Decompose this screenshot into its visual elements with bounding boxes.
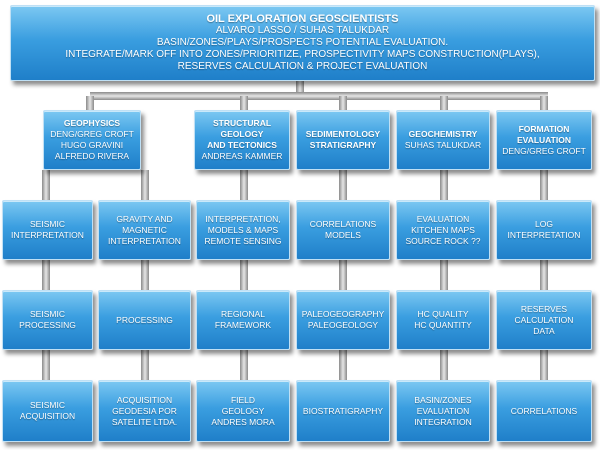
sedimentology-box: SEDIMENTOLOGY STRATIGRAPHY [296, 110, 390, 170]
evaluation-kitchen-box: EVALUATION KITCHEN MAPS SOURCE ROCK ?? [396, 200, 490, 260]
connector-sedimentology [339, 96, 347, 114]
reserves-box: RESERVES CALCULATION DATA [496, 290, 592, 350]
structural-name: ANDREAS KAMMER [201, 151, 283, 161]
hc-quality-box: HC QUALITY HC QUANTITY [396, 290, 490, 350]
formation-title-1: FORMATION [518, 123, 570, 134]
geophysics-line3: HUGO GRAVINI [60, 140, 124, 150]
log-interpretation-line2: INTERPRETATION [507, 230, 581, 240]
top-line4: INTEGRATE/MARK OFF INTO ZONES/PRIORITIZE… [65, 49, 540, 60]
top-title: OIL EXPLORATION GEOSCIENTISTS [206, 13, 399, 25]
connector-col5 [440, 170, 448, 400]
field-geology-line3: ANDRES MORA [211, 416, 275, 427]
field-geology-box: FIELD GEOLOGY ANDRES MORA [196, 380, 290, 442]
basin-zones-box: BASIN/ZONES EVALUATION INTEGRATION [396, 380, 490, 442]
connector-col2 [141, 170, 149, 400]
biostratigraphy-box: BIOSTRATIGRAPHY [296, 380, 390, 442]
connector-structural [240, 96, 248, 114]
gravity-magnetic-line3: INTERPRETATION [108, 235, 181, 246]
stratigraphy-title: STRATIGRAPHY [309, 140, 377, 150]
basin-zones-line3: INTEGRATION [414, 416, 472, 427]
evaluation-kitchen-line2: KITCHEN MAPS [411, 224, 475, 235]
top-line5: RESERVES CALCULATION & PROJECT EVALUATIO… [177, 61, 428, 72]
correlations-models-line2: MODELS [325, 230, 361, 240]
processing-line1: PROCESSING [116, 314, 173, 325]
paleogeography-line1: PALEOGEOGRAPHY [301, 309, 385, 319]
seismic-processing-line1: SEISMIC [30, 309, 65, 319]
regional-framework-box: REGIONAL FRAMEWORK [196, 290, 290, 350]
connector-top-trunk [296, 80, 304, 96]
reserves-line1: RESERVES [520, 303, 568, 314]
acquisition-geodesia-line3: SATELITE LTDA. [111, 416, 178, 427]
hc-quality-line2: HC QUANTITY [414, 320, 472, 330]
structural-title-1: STRUCTURAL [212, 118, 272, 128]
paleogeography-line2: PALEOGEOLOGY [307, 320, 379, 330]
formation-title-2: EVALUATION [517, 134, 571, 145]
basin-zones-line1: BASIN/ZONES [414, 394, 472, 405]
formation-box: FORMATION EVALUATION DENG/GREG CROFT [496, 110, 592, 170]
basin-zones-line2: EVALUATION [416, 405, 470, 416]
field-geology-line2: GEOLOGY [221, 405, 265, 416]
processing-box: PROCESSING [98, 290, 191, 350]
sedimentology-title: SEDIMENTOLOGY [305, 129, 381, 139]
interpretation-models-line1: INTERPRETATION, [205, 213, 281, 224]
seismic-processing-line2: PROCESSING [19, 320, 76, 330]
correlations-models-line1: CORRELATIONS [309, 219, 377, 229]
correlations-line1: CORRELATIONS [510, 405, 578, 416]
geochemistry-name: SUHAS TALUKDAR [404, 140, 482, 150]
gravity-magnetic-line2: MAGNETIC [122, 224, 167, 235]
acquisition-geodesia-line1: ACQUISITION [116, 394, 173, 405]
geophysics-line4: ALFREDO RIVERA [54, 151, 130, 161]
connector-col4 [339, 170, 347, 400]
regional-framework-line1: REGIONAL [221, 309, 265, 319]
top-names: ALVARO LASSO / SUHAS TALUKDAR [215, 25, 390, 36]
evaluation-kitchen-line3: SOURCE ROCK ?? [405, 235, 481, 246]
correlations-box: CORRELATIONS [496, 380, 592, 442]
geochemistry-box: GEOCHEMISTRY SUHAS TALUKDAR [396, 110, 490, 170]
interpretation-models-line2: MODELS & MAPS [207, 224, 279, 235]
connector-col1 [42, 170, 50, 400]
connector-col6 [540, 170, 548, 400]
reserves-line3: DATA [533, 325, 555, 336]
interpretation-models-line3: REMOTE SENSING [204, 235, 282, 246]
formation-name: DENG/GREG CROFT [502, 145, 586, 156]
connector-col3 [240, 170, 248, 400]
connector-geochemistry [440, 96, 448, 114]
seismic-acquisition-box: SEISMIC ACQUISITION [2, 380, 93, 442]
evaluation-kitchen-line1: EVALUATION [416, 213, 470, 224]
gravity-magnetic-line1: GRAVITY AND [116, 213, 173, 224]
seismic-interpretation-line1: SEISMIC [30, 219, 65, 229]
interpretation-models-box: INTERPRETATION, MODELS & MAPS REMOTE SEN… [196, 200, 290, 260]
seismic-acquisition-line2: ACQUISITION [19, 411, 76, 421]
acquisition-geodesia-box: ACQUISITION GEODESIA POR SATELITE LTDA. [98, 380, 191, 442]
geophysics-box: GEOPHYSICS DENG/GREG CROFT HUGO GRAVINI … [43, 110, 141, 170]
top-box: OIL EXPLORATION GEOSCIENTISTS ALVARO LAS… [10, 5, 595, 81]
structural-title-2: GEOLOGY [220, 129, 264, 139]
seismic-interpretation-line2: INTERPRETATION [11, 230, 84, 240]
seismic-interpretation-box: SEISMIC INTERPRETATION [2, 200, 93, 260]
connector-header-bus [90, 92, 548, 100]
structural-title-3: AND TECTONICS [207, 140, 277, 150]
connector-formation [540, 96, 548, 114]
top-line3: BASIN/ZONES/PLAYS/PROSPECTS POTENTIAL EV… [156, 37, 449, 48]
log-interpretation-line1: LOG [535, 219, 553, 229]
acquisition-geodesia-line2: GEODESIA POR [112, 405, 177, 416]
connector-geophysics [86, 96, 94, 114]
hc-quality-line1: HC QUALITY [417, 309, 469, 319]
structural-box: STRUCTURAL GEOLOGY AND TECTONICS ANDREAS… [194, 110, 290, 170]
paleogeography-box: PALEOGEOGRAPHY PALEOGEOLOGY [296, 290, 390, 350]
reserves-line2: CALCULATION [514, 314, 574, 325]
gravity-magnetic-box: GRAVITY AND MAGNETIC INTERPRETATION [98, 200, 191, 260]
geochemistry-title: GEOCHEMISTRY [408, 129, 478, 139]
log-interpretation-box: LOG INTERPRETATION [496, 200, 592, 260]
seismic-processing-box: SEISMIC PROCESSING [2, 290, 93, 350]
geophysics-line2: DENG/GREG CROFT [50, 129, 134, 139]
biostratigraphy-line1: BIOSTRATIGRAPHY [302, 405, 384, 416]
correlations-models-box: CORRELATIONS MODELS [296, 200, 390, 260]
seismic-acquisition-line1: SEISMIC [30, 400, 65, 410]
regional-framework-line2: FRAMEWORK [214, 320, 272, 330]
geophysics-title: GEOPHYSICS [63, 118, 121, 128]
field-geology-line1: FIELD [230, 394, 256, 405]
